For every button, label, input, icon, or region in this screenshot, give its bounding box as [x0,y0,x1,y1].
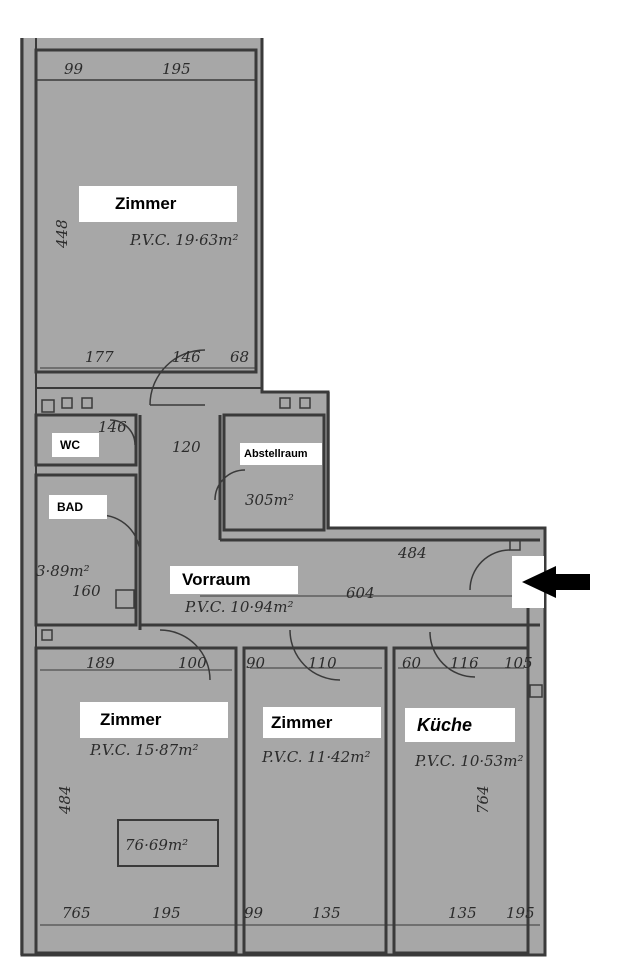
dim-low-d3: 90 [246,654,266,672]
dim-low-d1: 189 [86,654,115,672]
dim-bad-d1: 160 [72,582,101,600]
dim-hall-d2: 484 [397,544,427,562]
dim-low-side-l: 484 [56,785,74,815]
walls [20,38,547,957]
dim-top-d2: 195 [162,60,191,78]
dim-bot-d1: 765 [62,904,91,922]
dim-hall-d3: 604 [346,584,375,602]
dim-low-d4: 110 [308,654,337,672]
dim-abst-d1: 305m² [245,491,294,509]
room-label-zimmer-mid: Zimmer [263,707,381,738]
dim-wc-d1: 146 [98,418,127,436]
dim-low-d7: 105 [504,654,533,672]
dim-bot-d2: 195 [152,904,181,922]
dim-top-d3: 177 [85,348,114,366]
total-area-box [117,819,219,867]
entrance-marker [512,556,590,608]
dim-low-d5: 60 [402,654,422,672]
room-label-zimmer-left: Zimmer [80,702,228,738]
dim-top-d4: 146 [172,348,201,366]
zimmer-top-area: P.V.C. 19·63m² [129,231,238,249]
room-label-abstellraum: Abstellraum [240,443,322,465]
total-area: 76·69m² [125,836,188,854]
dim-bot-d4: 135 [312,904,341,922]
room-label-wc: WC [52,433,99,457]
vorraum-area: P.V.C. 10·94m² [184,598,293,616]
zimmer-left-area: P.V.C. 15·87m² [89,741,198,759]
dim-low-side-r: 764 [474,785,492,814]
dim-top-side: 448 [53,219,71,249]
dim-top-d1: 99 [64,60,84,78]
room-label-bad: BAD [49,495,107,519]
kueche-area: P.V.C. 10·53m² [414,752,523,770]
dim-low-d6: 116 [450,654,479,672]
room-label-zimmer-top: Zimmer [79,186,237,222]
room-label-vorraum: Vorraum [170,566,298,594]
dimension-labels: 99 195 177 146 68 448 146 160 3·89m² 305… [36,60,535,922]
dim-bot-d5: 135 [448,904,477,922]
dim-bot-d3: 99 [244,904,264,922]
arrow-left-icon [522,566,590,598]
dim-low-d2: 100 [178,654,207,672]
zimmer-mid-area: P.V.C. 11·42m² [261,748,370,766]
fixtures [41,397,543,698]
dim-top-d5: 68 [230,348,249,366]
room-label-kueche: Küche [405,708,515,742]
dim-hall-d1: 120 [172,438,201,456]
dim-bot-d6: 195 [506,904,535,922]
dim-bad-area: 3·89m² [36,562,90,580]
